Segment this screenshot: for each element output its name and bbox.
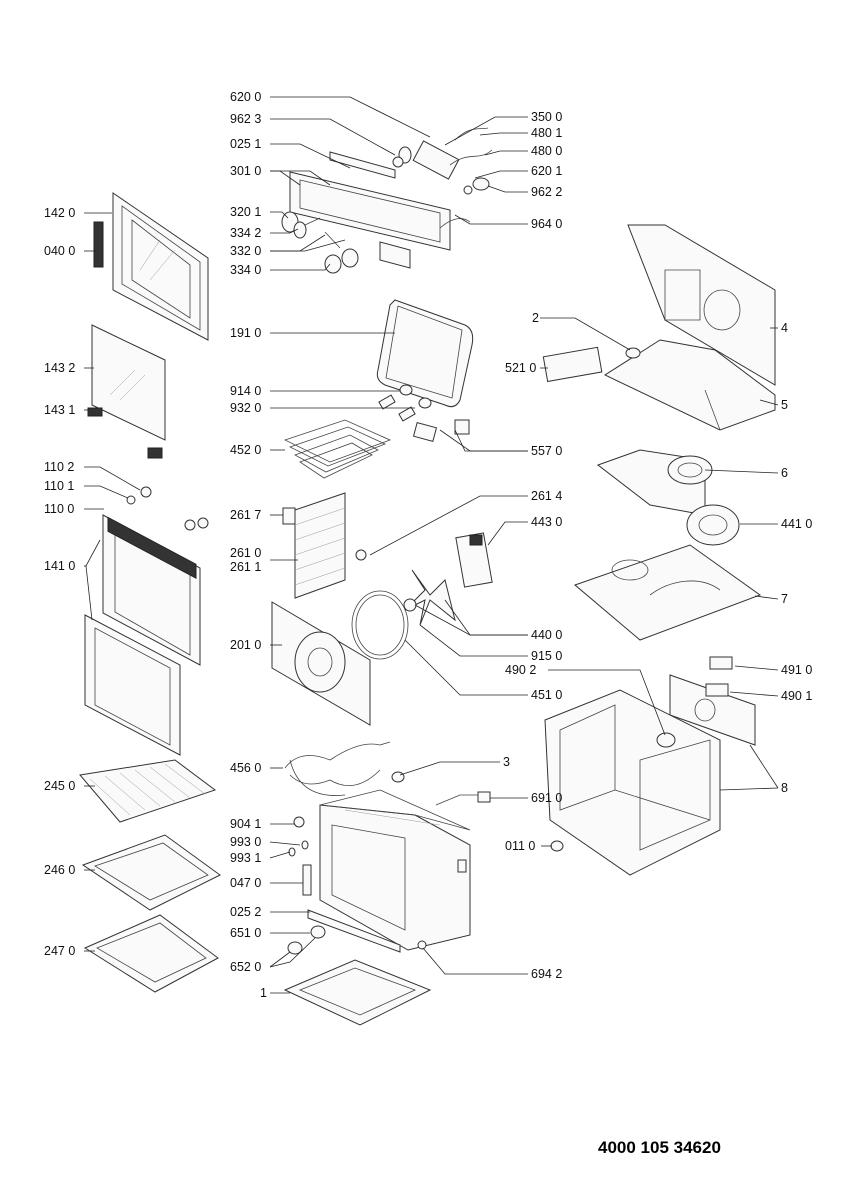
callout-521-0: 521 0 bbox=[505, 361, 536, 375]
control-panel bbox=[289, 127, 493, 269]
callout-691-0: 691 0 bbox=[531, 791, 562, 805]
callout-247-0: 247 0 bbox=[44, 944, 75, 958]
callout-480-1: 480 1 bbox=[531, 126, 562, 140]
callout-332-0: 332 0 bbox=[230, 244, 261, 258]
callout-labels: 620 0 962 3 025 1 301 0 320 1 334 2 332 … bbox=[44, 90, 812, 1000]
top-cover-plate bbox=[574, 544, 762, 641]
callout-904-1: 904 1 bbox=[230, 817, 261, 831]
grill-element bbox=[283, 419, 392, 479]
callout-962-2: 962 2 bbox=[531, 185, 562, 199]
callout-142-0: 142 0 bbox=[44, 206, 75, 220]
control-board bbox=[669, 656, 756, 746]
callout-261-1: 261 1 bbox=[230, 560, 261, 574]
door-seal-frame bbox=[84, 614, 181, 756]
bottom-plate bbox=[283, 959, 432, 1026]
circular-heating-element bbox=[351, 590, 409, 660]
callout-490-1: 490 1 bbox=[781, 689, 812, 703]
callout-993-1: 993 1 bbox=[230, 851, 261, 865]
thermostat-parts bbox=[378, 384, 470, 442]
callout-141-0: 141 0 bbox=[44, 559, 75, 573]
callout-993-0: 993 0 bbox=[230, 835, 261, 849]
oven-cavity bbox=[319, 789, 471, 951]
callout-334-2: 334 2 bbox=[230, 226, 261, 240]
callout-246-0: 246 0 bbox=[44, 863, 75, 877]
callout-011-0: 011 0 bbox=[505, 839, 535, 853]
callout-261-7: 261 7 bbox=[230, 508, 261, 522]
callout-491-0: 491 0 bbox=[781, 663, 812, 677]
callout-261-0: 261 0 bbox=[230, 546, 261, 560]
callout-025-1: 025 1 bbox=[230, 137, 261, 151]
outer-casing bbox=[544, 689, 721, 876]
callout-915-0: 915 0 bbox=[531, 649, 562, 663]
callout-620-0: 620 0 bbox=[230, 90, 261, 104]
callout-047-0: 047 0 bbox=[230, 876, 261, 890]
callout-110-2: 110 2 bbox=[44, 460, 74, 474]
callout-490-2: 490 2 bbox=[505, 663, 536, 677]
leader-lines bbox=[84, 96, 779, 994]
callout-694-2: 694 2 bbox=[531, 967, 562, 981]
callout-451-0: 451 0 bbox=[531, 688, 562, 702]
rear-panel-with-fan-cover bbox=[271, 601, 371, 726]
side-rack-and-bracket bbox=[282, 492, 367, 599]
callout-914-0: 914 0 bbox=[230, 384, 261, 398]
inner-glass-panel bbox=[87, 324, 166, 459]
knobs bbox=[281, 211, 359, 274]
callout-143-2: 143 2 bbox=[44, 361, 75, 375]
hinge-caps bbox=[126, 486, 209, 531]
fan-motor-and-blade bbox=[403, 532, 493, 626]
outer-door-frame bbox=[93, 192, 209, 341]
callout-301-0: 301 0 bbox=[230, 164, 261, 178]
callout-025-2: 025 2 bbox=[230, 905, 261, 919]
callout-334-0: 334 0 bbox=[230, 263, 261, 277]
cooling-fan-housing bbox=[596, 449, 740, 546]
callout-143-1: 143 1 bbox=[44, 403, 75, 417]
callout-110-1: 110 1 bbox=[44, 479, 74, 493]
callout-245-0: 245 0 bbox=[44, 779, 75, 793]
bottom-heating-element bbox=[284, 741, 391, 796]
callout-191-0: 191 0 bbox=[230, 326, 261, 340]
callout-320-1: 320 1 bbox=[230, 205, 261, 219]
callout-443-0: 443 0 bbox=[531, 515, 562, 529]
callout-040-0: 040 0 bbox=[44, 244, 75, 258]
callout-932-0: 932 0 bbox=[230, 401, 261, 415]
callout-4: 4 bbox=[781, 321, 788, 335]
callout-7: 7 bbox=[781, 592, 788, 606]
door-front-frame bbox=[102, 514, 201, 666]
callout-6: 6 bbox=[781, 466, 788, 480]
document-number: 4000 105 34620 bbox=[598, 1138, 721, 1157]
callout-651-0: 651 0 bbox=[230, 926, 261, 940]
oven-door-gasket bbox=[376, 299, 474, 408]
callout-964-0: 964 0 bbox=[531, 217, 562, 231]
cooling-duct-cover bbox=[542, 224, 776, 431]
callout-962-3: 962 3 bbox=[230, 112, 261, 126]
callout-557-0: 557 0 bbox=[531, 444, 562, 458]
baking-tray bbox=[81, 834, 221, 911]
callout-110-0: 110 0 bbox=[44, 502, 74, 516]
callout-441-0: 441 0 bbox=[781, 517, 812, 531]
callout-201-0: 201 0 bbox=[230, 638, 261, 652]
callout-440-0: 440 0 bbox=[531, 628, 562, 642]
callout-8: 8 bbox=[781, 781, 788, 795]
callout-652-0: 652 0 bbox=[230, 960, 261, 974]
callout-452-0: 452 0 bbox=[230, 443, 261, 457]
callout-350-0: 350 0 bbox=[531, 110, 562, 124]
callout-620-1: 620 1 bbox=[531, 164, 562, 178]
cable-connector bbox=[391, 771, 491, 806]
callout-1: 1 bbox=[260, 986, 267, 1000]
callout-5: 5 bbox=[781, 398, 788, 412]
drip-tray bbox=[83, 914, 219, 993]
callout-456-0: 456 0 bbox=[230, 761, 261, 775]
callout-3: 3 bbox=[503, 755, 510, 769]
callout-480-0: 480 0 bbox=[531, 144, 562, 158]
callout-261-4: 261 4 bbox=[531, 489, 562, 503]
callout-2: 2 bbox=[532, 311, 539, 325]
wire-shelf bbox=[79, 759, 217, 823]
